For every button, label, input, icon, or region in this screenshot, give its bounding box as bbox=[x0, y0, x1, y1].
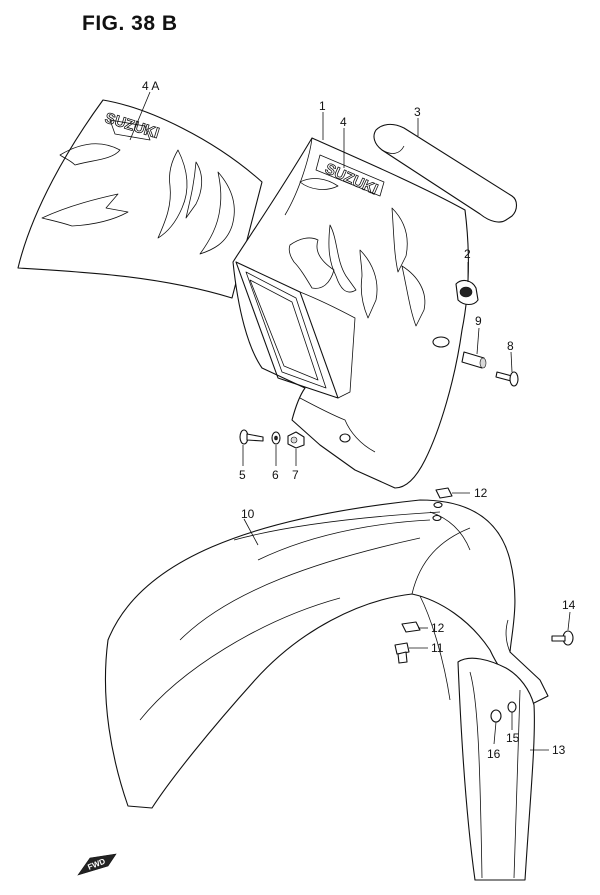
headlight-cowl-1: SUZUKI bbox=[232, 137, 469, 489]
leader-lines bbox=[129, 91, 571, 751]
callout-15: 15 bbox=[506, 731, 520, 745]
callout-12b: 12 bbox=[431, 621, 445, 635]
figure-title: FIG. 38 B bbox=[82, 12, 178, 35]
callout-labels: 4 A 1 4 3 2 9 8 5 6 7 12 10 12 11 14 15 … bbox=[142, 79, 576, 761]
callout-11: 11 bbox=[431, 641, 444, 655]
callout-10: 10 bbox=[241, 507, 255, 521]
bolt-11 bbox=[394, 642, 410, 664]
collar-9 bbox=[461, 351, 487, 369]
callout-3: 3 bbox=[414, 105, 421, 119]
washer-6 bbox=[271, 431, 281, 445]
callout-1: 1 bbox=[319, 99, 326, 113]
clip-12-upper bbox=[435, 487, 453, 499]
callout-16: 16 bbox=[487, 747, 501, 761]
front-fender-10 bbox=[104, 499, 549, 809]
bolt-8 bbox=[495, 371, 519, 387]
nut-7 bbox=[287, 431, 305, 449]
callout-4: 4 bbox=[340, 115, 347, 129]
bolt-14 bbox=[551, 630, 574, 646]
callout-9: 9 bbox=[475, 314, 482, 328]
callout-4a: 4 A bbox=[142, 79, 159, 93]
callout-14: 14 bbox=[562, 598, 576, 612]
decal-4a: SUZUKI bbox=[17, 99, 263, 299]
clip-12-lower bbox=[401, 621, 421, 633]
callout-6: 6 bbox=[272, 468, 279, 482]
mud-flap-13 bbox=[457, 657, 535, 881]
screw-5 bbox=[239, 429, 264, 445]
pad-3 bbox=[373, 123, 518, 223]
forward-arrow-icon: FWD bbox=[77, 853, 117, 876]
callout-2: 2 bbox=[464, 247, 471, 261]
callout-5: 5 bbox=[239, 468, 246, 482]
clip-2 bbox=[455, 279, 479, 306]
callout-8: 8 bbox=[507, 339, 514, 353]
callout-13: 13 bbox=[552, 743, 566, 757]
callout-12a: 12 bbox=[474, 486, 488, 500]
callout-7: 7 bbox=[292, 468, 299, 482]
